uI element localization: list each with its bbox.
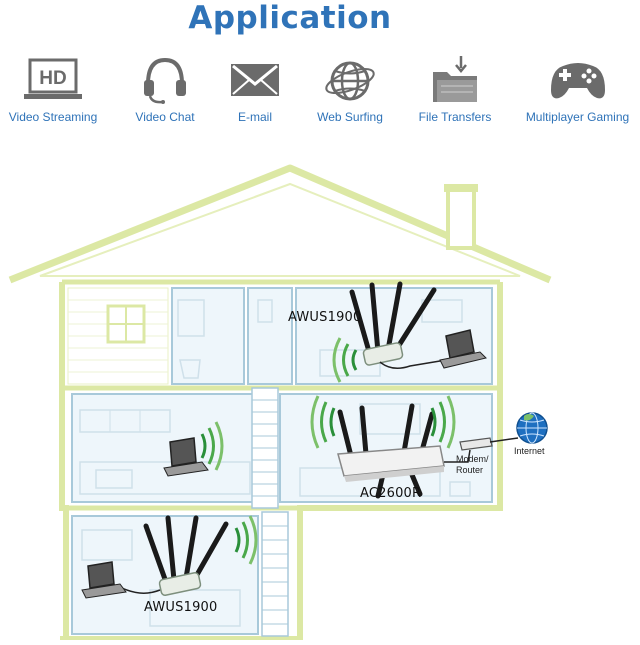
label-modem-line2: Router: [456, 465, 484, 475]
wifi-waves-top-adapter: [332, 337, 358, 383]
house-illustration: [8, 164, 552, 640]
internet-globe-icon: [516, 412, 548, 444]
laptop-bottom: [81, 561, 127, 599]
room-living: [279, 393, 493, 503]
app-label-web-surfing: Web Surfing: [317, 110, 383, 124]
headset-icon: [144, 57, 186, 104]
siding-panel: [67, 287, 169, 385]
folder-download-icon: [433, 56, 477, 102]
app-label-video-streaming: Video Streaming: [8, 110, 98, 124]
app-web-surfing: Web Surfing: [305, 52, 395, 132]
roof-inner: [39, 182, 521, 277]
staircase: [251, 387, 289, 637]
room-hallway-upper: [247, 287, 293, 385]
house-network-diagram: AWUS1900 AC2600R AWUS1900 Modem/ Router …: [0, 150, 640, 640]
chimney-cap: [444, 184, 478, 192]
app-video-streaming: HD Video Streaming: [0, 52, 106, 132]
hd-monitor-icon: HD: [24, 58, 82, 99]
router-ac2600r: [337, 403, 445, 499]
app-multiplayer-gaming: Multiplayer Gaming: [515, 52, 640, 132]
wifi-waves-bottom-adapter: [234, 515, 258, 565]
laptop-top: [439, 329, 487, 369]
label-adapter-top: AWUS1900: [288, 310, 362, 325]
modem-router-device: [459, 437, 519, 451]
app-label-multiplayer-gaming: Multiplayer Gaming: [525, 110, 630, 124]
label-router: AC2600R: [360, 486, 422, 501]
gamepad-icon: [550, 63, 605, 99]
label-adapter-bottom: AWUS1900: [144, 600, 218, 615]
chimney: [446, 186, 476, 250]
label-modem: Modem/ Router: [456, 454, 489, 476]
wifi-waves-router-left: [310, 395, 336, 449]
app-label-file-transfers: File Transfers: [418, 110, 492, 124]
wifi-waves-middle-laptop: [200, 421, 224, 471]
app-email: E-mail: [220, 52, 290, 132]
app-label-video-chat: Video Chat: [135, 110, 195, 124]
app-video-chat: Video Chat: [125, 52, 205, 132]
adapter-awus1900-top: [349, 281, 447, 369]
router-cable: [444, 449, 471, 463]
hd-text: HD: [39, 68, 66, 89]
globe-icon: [325, 61, 375, 101]
label-modem-line1: Modem/: [456, 454, 489, 464]
page-title: Application: [188, 0, 392, 36]
label-internet: Internet: [514, 446, 545, 456]
laptop-middle: [163, 437, 209, 477]
app-label-email: E-mail: [237, 110, 272, 124]
application-icons-row: HD Video Streaming Video Chat E-mail Web: [0, 52, 640, 132]
envelope-icon: [231, 64, 279, 96]
app-file-transfers: File Transfers: [410, 52, 500, 132]
wifi-waves-router-right: [430, 395, 456, 449]
